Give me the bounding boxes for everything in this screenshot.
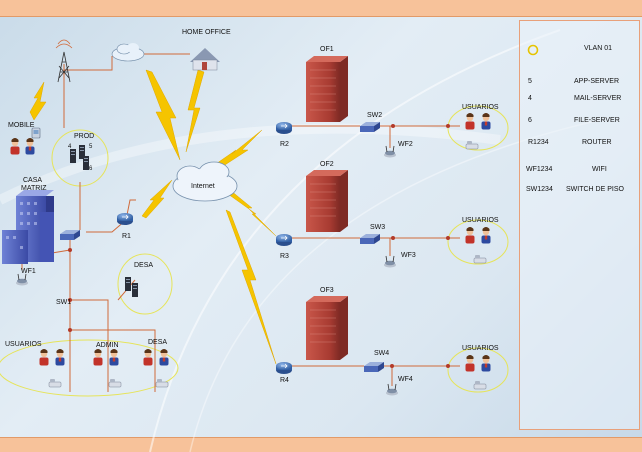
wifi-icon [383,255,397,268]
lightning-bolt [225,209,277,365]
legend-value-app: APP-SERVER [574,78,619,85]
desa-servers [125,277,138,297]
vlan-ring-of1 [447,105,509,151]
lightning-bolt [227,189,277,237]
label-usuarios-main: USUARIOS [5,341,42,348]
label-sw1: SW1 [56,299,72,306]
legend-key-app: 5 [528,78,532,85]
label-wf1: WF1 [21,268,36,275]
label-r1: R1 [122,233,131,240]
network-links [21,53,460,392]
legend-value-router: ROUTER [582,139,612,146]
label-of1: OF1 [320,46,334,53]
label-wf3: WF3 [401,252,416,259]
legend-key-router: R1234 [528,139,549,146]
antenna-tower-icon [55,39,73,83]
users-group-main [39,349,169,388]
label-of2: OF2 [320,161,334,168]
vlan-ring-desa [117,253,173,315]
label-prod-5: 5 [89,144,93,150]
label-matriz: MATRIZ [21,185,47,192]
building-windows [310,69,336,343]
label-usuarios-of2: USUARIOS [462,217,499,224]
legend-value-file: FILE-SERVER [574,117,620,124]
users-group-of1 [465,113,491,150]
swoosh-line [149,29,561,452]
legend-value-vlan: VLAN 01 [584,45,613,52]
label-usuarios-of1: USUARIOS [462,104,499,111]
legend-key-wifi: WF1234 [526,166,553,173]
bottom-band [0,437,642,452]
users-group-of2 [465,227,491,264]
router-icon [116,212,134,226]
lightning-bolt [185,69,205,153]
label-usuarios-of3: USUARIOS [462,345,499,352]
vlan-ring-icon [527,44,539,56]
label-prod: PROD [74,133,95,140]
switch-icon [360,234,380,244]
label-prod-6: 6 [89,166,93,172]
internet-cloud-icon [172,161,238,202]
switch-icon [364,362,384,372]
vlan-rings [0,105,509,397]
top-band [0,0,642,17]
mobile-phone-icon [31,127,41,139]
legend-key-mail: 4 [528,95,532,102]
office-building-of3 [306,296,348,360]
label-casa: CASA [23,177,43,184]
hq-building-icon [2,190,54,264]
lightning-bolt [29,81,47,121]
house-icon [190,48,220,71]
label-r3: R3 [280,253,289,260]
router-icon [275,233,293,247]
switch-icon [60,230,80,240]
wireless-links [29,69,277,365]
label-prod-4: 4 [68,144,72,150]
label-wf2: WF2 [398,141,413,148]
lightning-bolt [145,69,181,161]
label-sw2: SW2 [367,112,383,119]
label-of3: OF3 [320,287,334,294]
cloud-icon [111,43,145,62]
vlan-ring-of3 [447,347,509,393]
legend-value-mail: MAIL-SERVER [574,95,622,102]
label-desa-top: DESA [134,262,154,269]
label-home-office: HOME OFFICE [182,29,231,36]
legend-panel: VLAN 01 5 APP-SERVER 4 MAIL-SERVER 6 FIL… [519,20,640,430]
label-sw4: SW4 [374,350,390,357]
label-admin: ADMIN [96,342,119,349]
router-icon [275,361,293,375]
office-building-of2 [306,170,348,232]
legend-key-switch: SW1234 [526,186,553,193]
legend-value-switch: SWITCH DE PISO [566,186,624,193]
swoosh-line [189,119,601,452]
vlan-ring-of2 [447,219,509,265]
link-dots [68,124,450,368]
users-group-of3 [465,355,491,390]
label-r2: R2 [280,141,289,148]
label-r4: R4 [280,377,289,384]
label-sw3: SW3 [370,224,386,231]
swoosh-band [0,123,501,205]
label-mobile: MOBILE [8,122,35,129]
lightning-bolt [141,179,173,219]
vlan-ring-users [0,339,179,397]
legend-value-wifi: WIFI [592,166,607,173]
label-wf4: WF4 [398,376,413,383]
label-desa-bottom: DESA [148,339,168,346]
legend-key-file: 6 [528,117,532,124]
office-building-of1 [306,56,348,122]
router-icon [275,121,293,135]
label-internet: Internet [191,183,215,190]
